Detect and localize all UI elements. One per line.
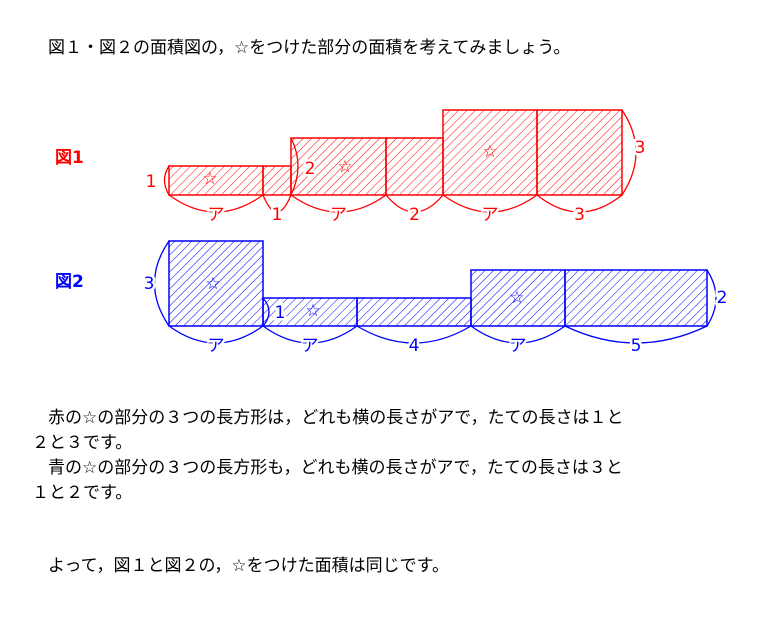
brace-arc — [168, 325, 264, 344]
intro-text: 図１・図２の面積図の，☆をつけた部分の面積を考えてみましょう。 — [48, 38, 571, 58]
bottom-label: ア — [510, 336, 527, 356]
bottom-label: 4 — [409, 336, 420, 356]
fig1-title: 図1 — [55, 148, 84, 168]
brace-arc — [536, 194, 623, 213]
bottom-label: 2 — [409, 205, 420, 225]
fig2-title: 図2 — [55, 272, 84, 292]
para1-line2: ２と３です。 — [32, 433, 133, 453]
bottom-label: ア — [208, 336, 225, 356]
brace-arc — [262, 325, 358, 344]
side-brace — [153, 240, 170, 327]
star-icon: ☆ — [482, 142, 497, 162]
para2-line1: 青の☆の部分の３つの長方形も，どれも横の長さがアで，たての長さは３と — [48, 458, 623, 478]
bottom-label: ア — [208, 205, 225, 225]
star-icon: ☆ — [337, 157, 352, 177]
side-brace — [706, 269, 717, 327]
brace-arc — [442, 194, 538, 213]
para1-line1: 赤の☆の部分の３つの長方形は，どれも横の長さがアで，たての長さは１と — [48, 408, 624, 428]
side-label: 2 — [305, 159, 316, 179]
bottom-label: 3 — [574, 205, 585, 225]
bottom-label: ア — [482, 205, 499, 225]
side-label: 3 — [144, 274, 155, 294]
hatched-rect — [564, 269, 708, 327]
side-brace — [290, 137, 299, 196]
hatched-rect — [385, 137, 444, 196]
hatched-rect — [262, 165, 292, 196]
figure-1: ア 1 ア 2 ア 3 1 2 3 ☆ ☆ ☆ — [143, 109, 648, 228]
hatched-rect — [356, 297, 472, 327]
hatched-rect — [290, 137, 387, 196]
brace-arc — [290, 194, 387, 213]
brace-arc — [564, 325, 708, 344]
side-brace — [163, 165, 170, 196]
side-label: 1 — [275, 303, 286, 323]
star-icon: ☆ — [305, 301, 320, 321]
side-label: 1 — [146, 172, 157, 192]
brace-arc — [356, 325, 472, 344]
side-label: 3 — [635, 138, 646, 158]
figure-2: ア ア 4 ア 5 3 1 2 ☆ ☆ ☆ — [141, 240, 730, 359]
hatched-rect — [470, 269, 566, 327]
brace-arc — [168, 194, 264, 213]
side-brace — [262, 297, 270, 327]
star-icon: ☆ — [202, 169, 217, 189]
hatched-rect — [536, 109, 623, 196]
brace-arc — [470, 325, 566, 344]
brace-arc — [385, 194, 444, 213]
side-label: 2 — [717, 288, 728, 308]
bottom-label: 5 — [631, 336, 642, 356]
brace-arc — [262, 194, 292, 213]
hatched-rect — [262, 297, 358, 327]
para2-line2: １と２です。 — [32, 483, 133, 503]
hatched-rect — [168, 240, 264, 327]
bottom-label: 1 — [272, 205, 283, 225]
side-brace — [621, 109, 637, 196]
bottom-label: ア — [302, 336, 319, 356]
conclusion-text: よって，図１と図２の，☆をつけた面積は同じです。 — [48, 556, 449, 576]
star-icon: ☆ — [509, 288, 524, 308]
bottom-label: ア — [330, 205, 347, 225]
star-icon: ☆ — [205, 274, 220, 294]
